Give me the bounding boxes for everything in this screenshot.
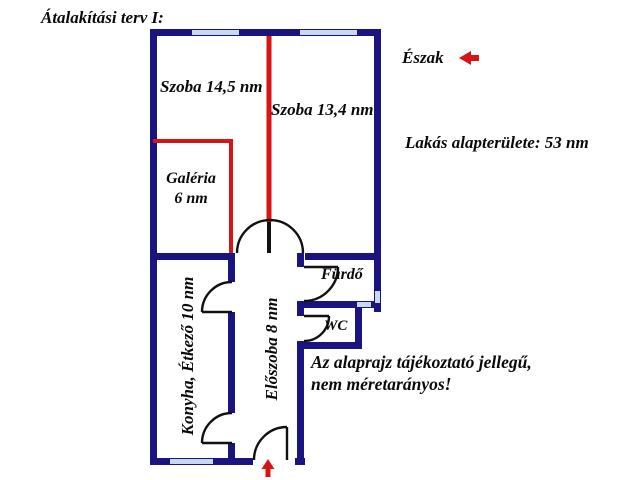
wall-right [374, 29, 381, 312]
entrance-arrow-icon [261, 459, 275, 477]
kitchen-door-lower [200, 411, 233, 445]
room-label-furdo: Fürdő [321, 266, 363, 283]
window-bathroom [357, 302, 371, 307]
room-label-eloszoba: Előszoba 8 nm [262, 297, 282, 401]
wall-kitchen-divider-a [228, 253, 235, 282]
window-bottom [170, 459, 213, 464]
wall-hall-right-b [297, 302, 304, 316]
room-label-galeria: Galéria 6 nm [155, 169, 227, 209]
wall-mid-right [305, 253, 381, 260]
area-label: Lakás alapterülete: 53 nm [405, 133, 589, 152]
wall-top [150, 29, 381, 36]
room-label-szoba2: Szoba 13,4 nm [271, 100, 374, 119]
kitchen-door-upper [200, 280, 233, 314]
wall-hall-right-c [297, 341, 304, 458]
wall-mid-left [150, 253, 235, 260]
galeria-name: Galéria [166, 170, 216, 187]
disclaimer: Az alaprajz tájékoztató jellegű, nem mér… [311, 351, 532, 395]
disclaimer-line1: Az alaprajz tájékoztató jellegű, [311, 352, 532, 372]
entrance-door [252, 425, 289, 461]
windows [170, 30, 380, 464]
red-lines [153, 36, 272, 253]
galeria-size: 6 nm [174, 190, 208, 207]
wc-door [303, 314, 331, 343]
doors [200, 218, 340, 461]
room-label-wc: WC [324, 318, 348, 334]
wall-bathroom-bottom [297, 301, 381, 308]
disclaimer-line2: nem méretarányos! [311, 374, 452, 394]
room-label-konyha: Konyha, Étkező 10 nm [178, 276, 198, 436]
room-label-szoba1: Szoba 14,5 nm [160, 77, 263, 96]
wall-wc-right [355, 308, 362, 349]
wall-left [150, 29, 157, 465]
wall-kitchen-divider-c [228, 443, 235, 458]
bathroom-door [303, 265, 340, 303]
wall-wc-bottom [297, 342, 362, 349]
north-arrow-icon [459, 51, 479, 65]
north-label: Észak [402, 48, 444, 67]
window-top-1 [192, 30, 239, 35]
window-top-2 [300, 30, 357, 35]
double-door-arc [235, 218, 305, 254]
window-right [375, 291, 380, 303]
page-title: Átalakítási terv I: [41, 8, 164, 27]
wall-bottom-right [295, 458, 305, 465]
wall-kitchen-divider-b [228, 312, 235, 413]
wall-hall-right-a [297, 253, 304, 267]
